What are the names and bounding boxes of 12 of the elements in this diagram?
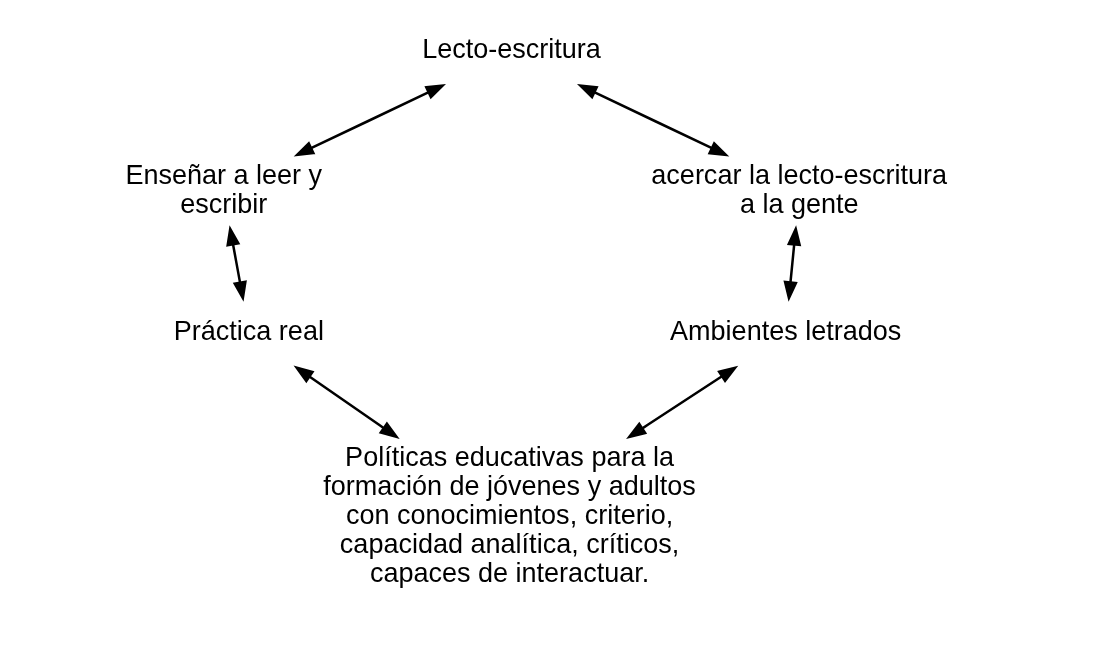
node-text: Ambientes letrados [669, 315, 901, 346]
arrow [293, 83, 446, 157]
node-text: Práctica real [173, 315, 324, 346]
node-text: acercar la lecto-escritura a la gente [650, 160, 947, 220]
arrow [225, 225, 247, 302]
arrow [293, 365, 400, 440]
arrow [625, 365, 738, 439]
node-text: Políticas educativas para la formación de jóvenes y adultos con conocimientos, criterio, capacidad analítica, críticos, capaces de interactuar. [322, 442, 696, 589]
node-text: Enseñar a leer y escribir [124, 160, 322, 220]
arrow [576, 83, 729, 157]
node-text: Lecto-escritura [421, 33, 601, 64]
arrow [782, 225, 801, 302]
